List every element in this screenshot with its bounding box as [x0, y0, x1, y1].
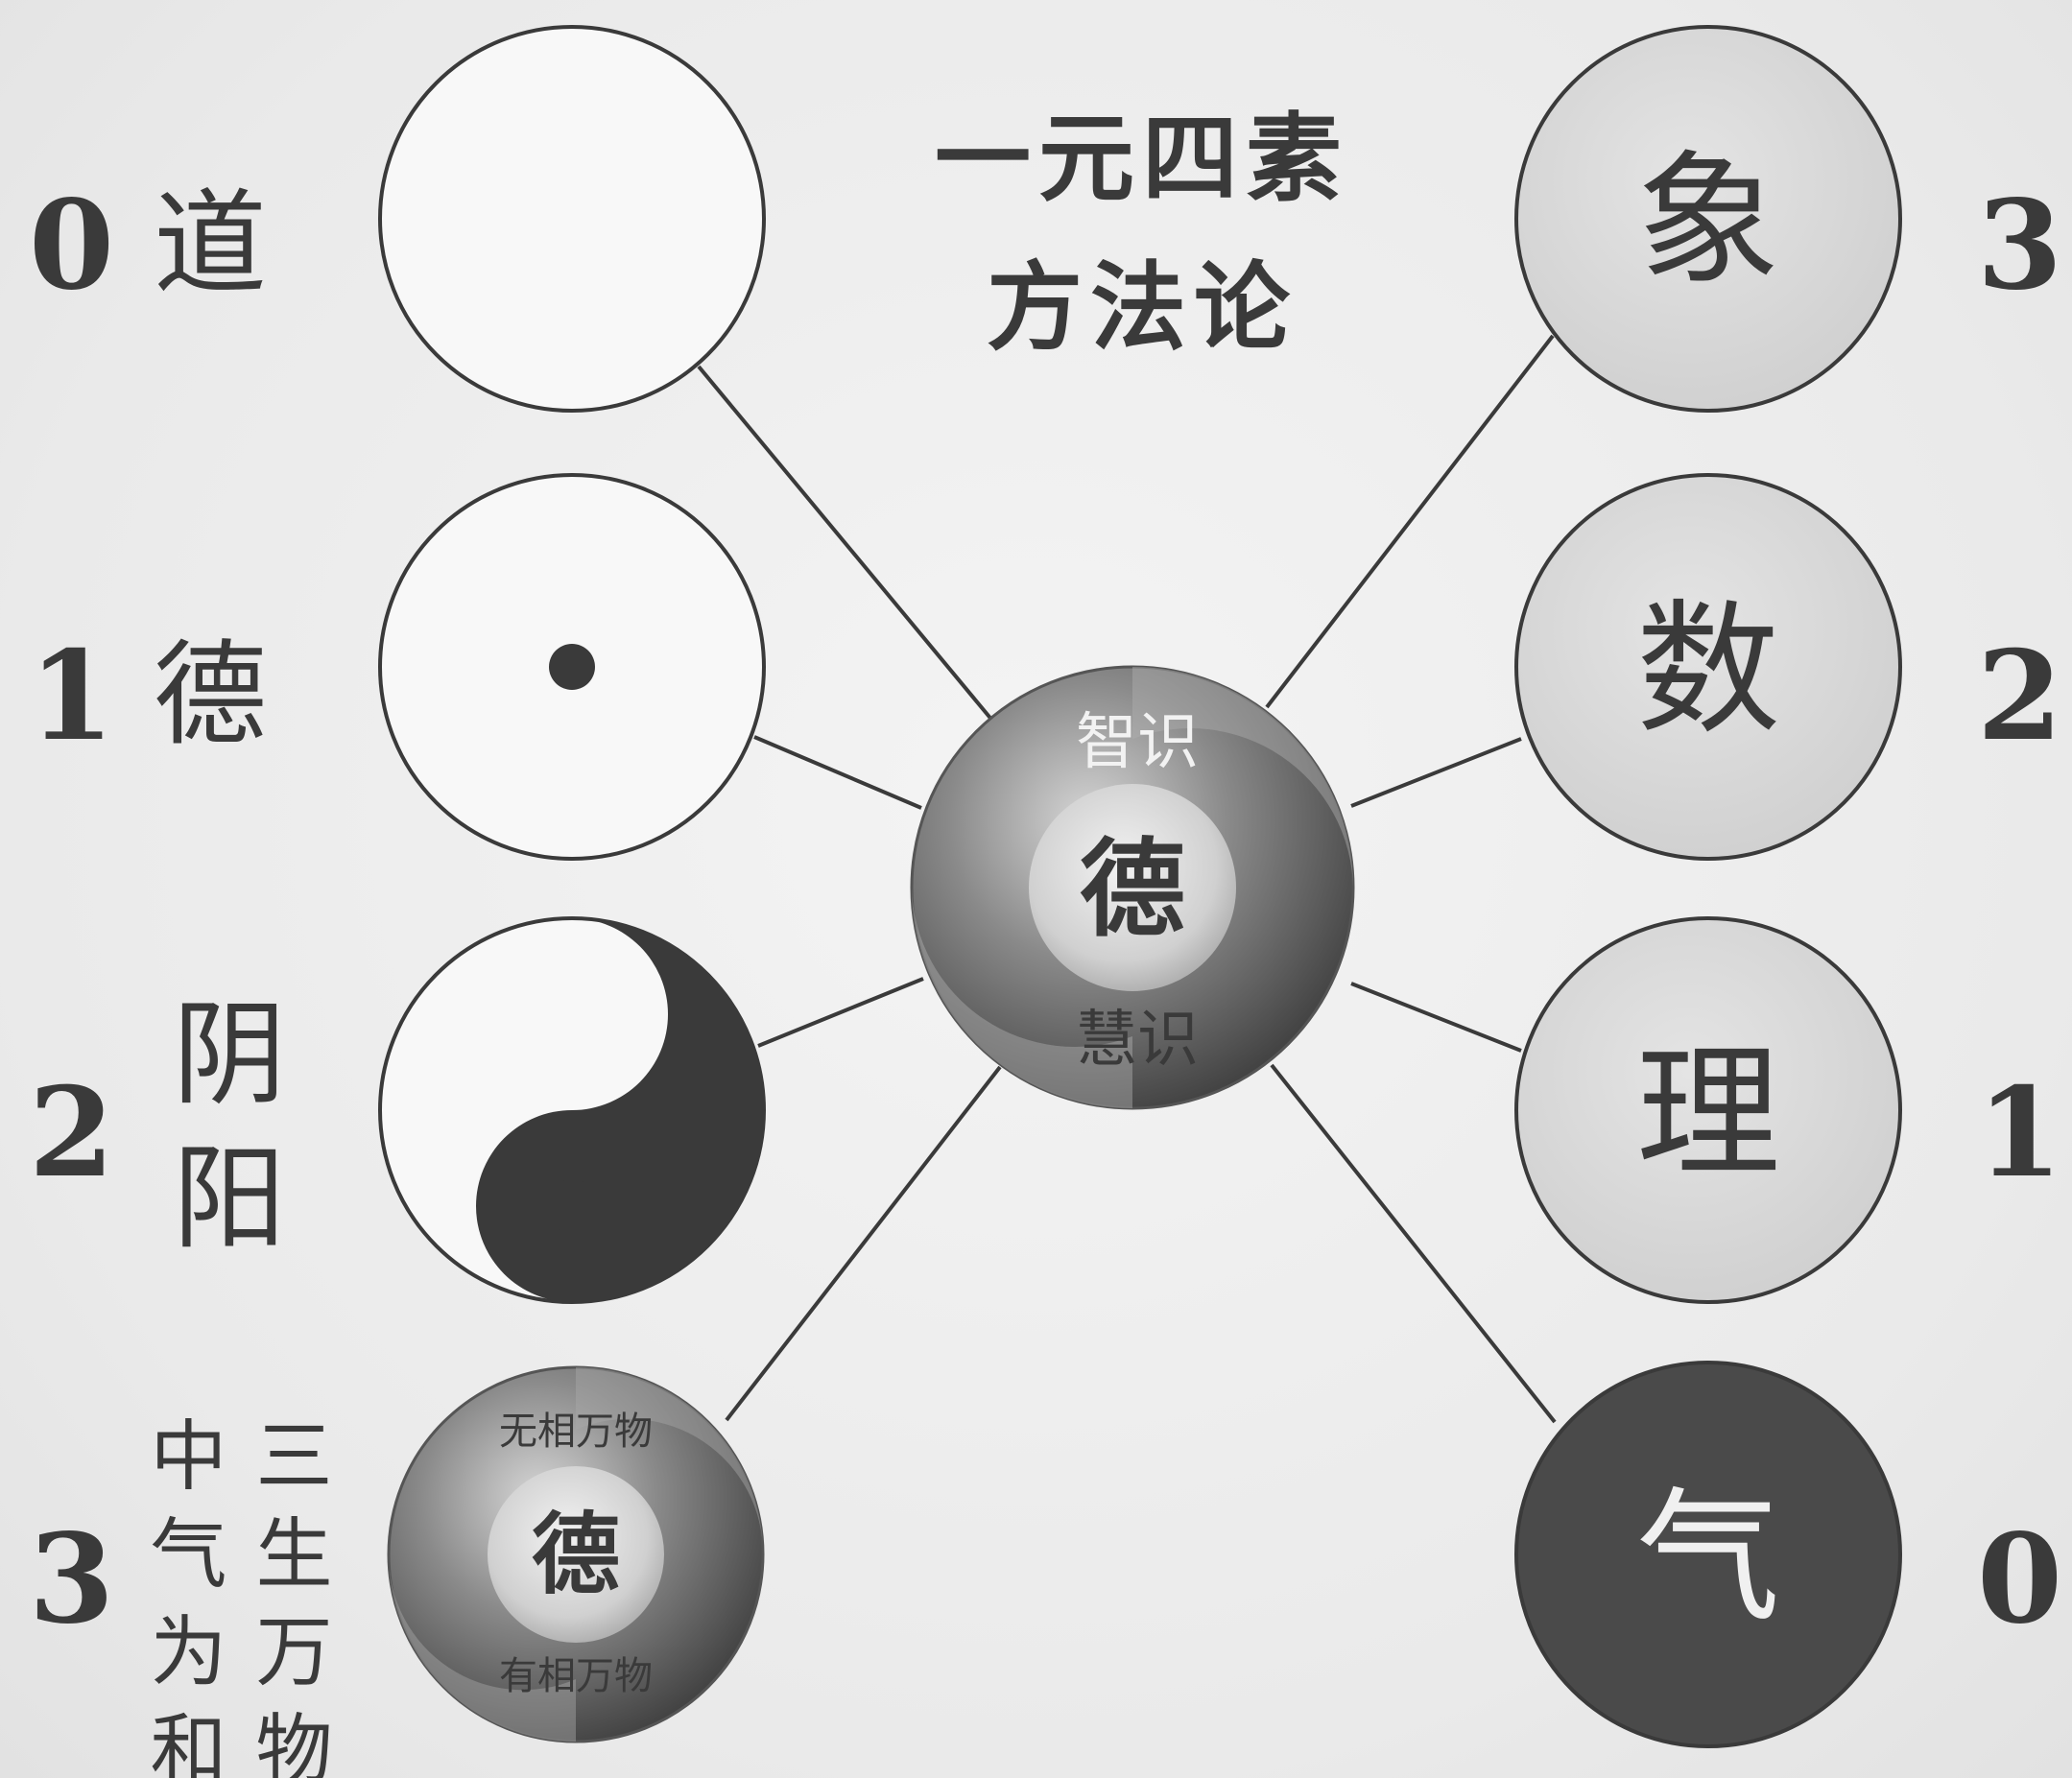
right-number-2: 2 [1977, 625, 2062, 769]
line-qi [1270, 1063, 1557, 1424]
line-shu [1350, 737, 1522, 808]
center-de-orb [910, 665, 1355, 1110]
char-qi: 气 [1636, 1475, 1780, 1642]
center-bottom-label: 慧识 [1076, 1005, 1199, 1076]
left-number-2: 2 [29, 1061, 114, 1205]
char-xiang: 象 [1636, 138, 1780, 305]
de-circle [378, 473, 766, 861]
center-top-label: 智识 [1076, 707, 1199, 778]
xiang-circle [1514, 25, 1902, 413]
line-de [753, 735, 922, 810]
small-orb-center-char: 德 [532, 1504, 620, 1606]
line-xiang [1265, 334, 1555, 709]
left-number-3: 3 [29, 1507, 114, 1651]
line-dao [697, 365, 995, 723]
label-de: 德 [154, 628, 267, 761]
dao-circle [378, 25, 766, 413]
label-san-sheng-wan-wu: 三生万物 [244, 1415, 333, 1778]
title-line-2: 方法论 [987, 251, 1298, 364]
label-dao: 道 [154, 178, 267, 310]
right-number-1: 1 [1977, 1061, 2062, 1205]
small-de-orb [387, 1365, 765, 1743]
qi-circle [1514, 1361, 1902, 1748]
left-number-0: 0 [29, 174, 114, 318]
char-shu: 数 [1636, 587, 1780, 754]
label-zhong-qi-wei-he: 中气为和 [138, 1415, 227, 1778]
line-li [1350, 982, 1522, 1053]
small-orb-top-label: 无相万物 [499, 1410, 653, 1454]
yin-yang-icon [378, 916, 766, 1304]
center-dot-icon [549, 644, 595, 690]
label-yin: 阴 [173, 988, 286, 1121]
line-yinyang [757, 977, 924, 1048]
li-circle [1514, 916, 1902, 1304]
line-small-orb [725, 1065, 1002, 1422]
center-char: 德 [1080, 828, 1185, 951]
small-orb-bottom-label: 有相万物 [499, 1654, 653, 1698]
char-li: 理 [1636, 1031, 1780, 1197]
right-number-0: 0 [1977, 1507, 2062, 1651]
title-line-1: 一元四素 [935, 103, 1349, 215]
shu-circle [1514, 473, 1902, 861]
left-number-1: 1 [29, 625, 114, 769]
connector-lines [697, 334, 1557, 1424]
label-yang: 阳 [173, 1132, 286, 1265]
right-number-3: 3 [1977, 174, 2062, 318]
